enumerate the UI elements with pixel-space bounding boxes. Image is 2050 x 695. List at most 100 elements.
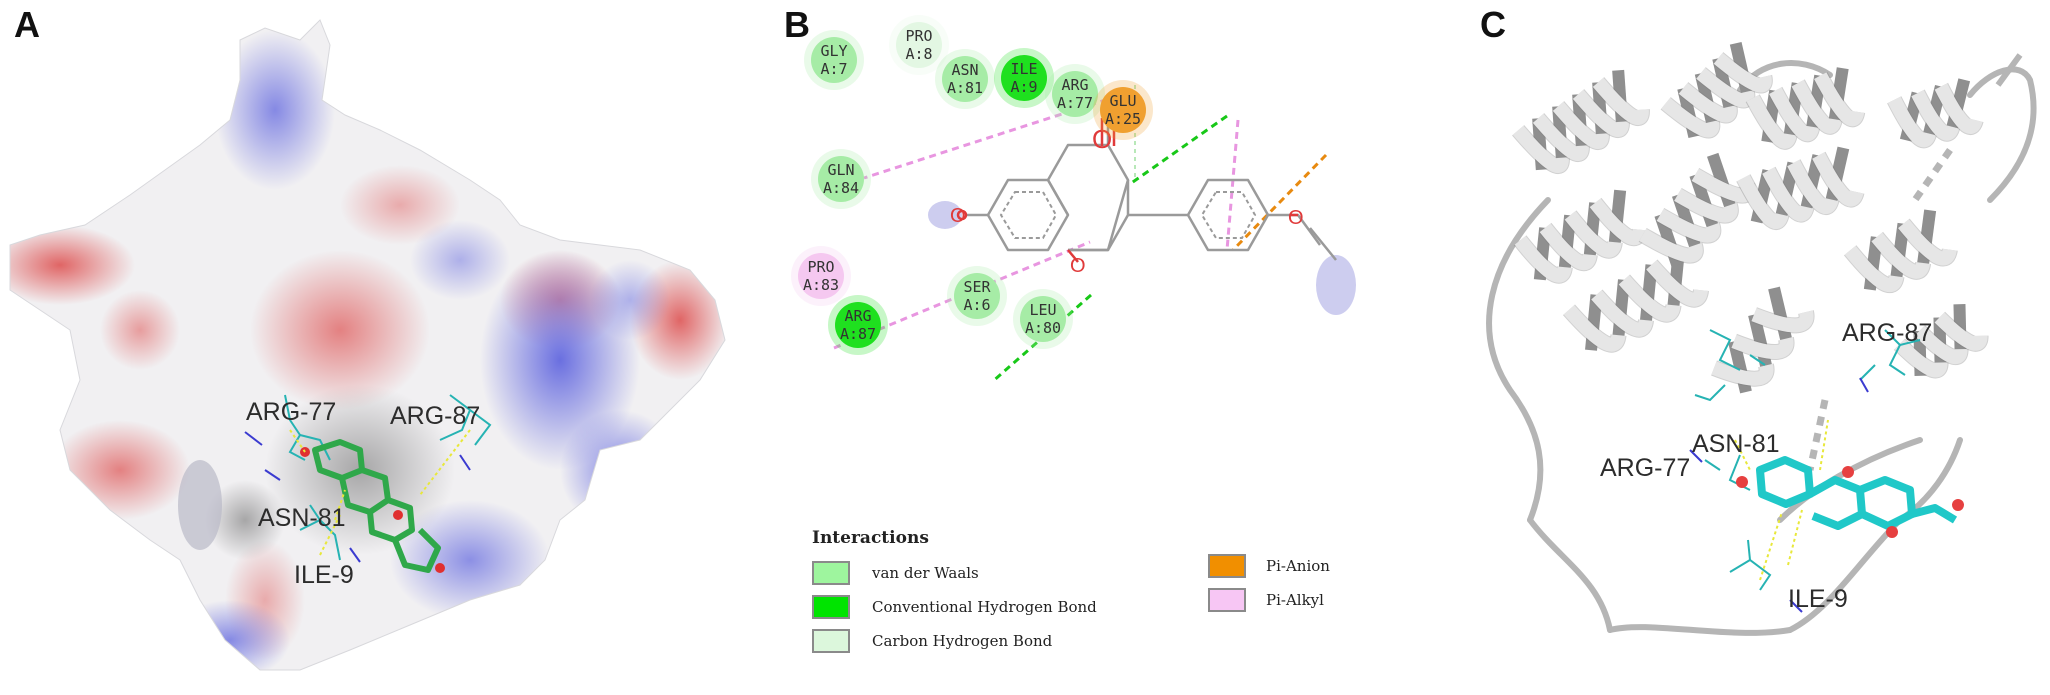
- residue-chain: A:87: [840, 325, 876, 343]
- legend-swatch-pi-anion: [1208, 554, 1246, 578]
- helix-back-segment: [1825, 146, 1850, 201]
- helix-front-segment: [1791, 79, 1842, 134]
- helix-front-segment: [1746, 94, 1797, 149]
- helix-front-segment: [1591, 290, 1653, 337]
- legend-item-vdw: van der Waals: [812, 560, 979, 586]
- label-asn81-c: ASN-81: [1692, 430, 1780, 458]
- methoxy-o: O: [1288, 207, 1304, 229]
- helix-front-segment: [1814, 72, 1865, 127]
- helix-front-segment: [1731, 334, 1794, 359]
- residue-name: PRO: [807, 258, 834, 276]
- helix-front-segment: [1762, 167, 1814, 222]
- legend-swatch-vdw: [812, 561, 850, 585]
- legend-swatch-hbond: [812, 595, 850, 619]
- residue-chain: A:8: [905, 45, 932, 63]
- legend-swatch-chb: [812, 629, 850, 653]
- helix-front-segment: [1589, 198, 1647, 245]
- helix-front-segment: [1539, 223, 1597, 270]
- panel-a-letter: A: [14, 4, 40, 45]
- helix-front-segment: [1911, 89, 1960, 141]
- residue-disc: [1100, 87, 1146, 133]
- helix-front-segment: [1572, 89, 1629, 138]
- panel-b-letter: B: [784, 4, 810, 45]
- residue-disc: [835, 302, 881, 348]
- label-arg77-c: ARG-77: [1600, 454, 1690, 482]
- legend-item-pi-anion: Pi-Anion: [1208, 553, 1330, 579]
- hydroxyl-o: O: [950, 205, 966, 227]
- label-arg87-c: ARG-87: [1842, 319, 1932, 347]
- helix-front-segment: [1563, 305, 1626, 352]
- helix-front-segment: [1618, 275, 1681, 322]
- helix-back-segment: [1707, 152, 1736, 208]
- pi-anion-line-glu25: [1231, 153, 1328, 252]
- residue-chain: A:6: [963, 296, 990, 314]
- ring-o: O: [1070, 255, 1086, 277]
- residue-disc: [1001, 55, 1047, 101]
- pi-alkyl-line-ile9: [1225, 119, 1240, 251]
- helix-front-segment: [1678, 82, 1737, 123]
- helix-front-segment: [1934, 312, 1988, 351]
- helix-front-segment: [1514, 235, 1572, 283]
- helix-front-segment: [1844, 245, 1904, 292]
- residue-name: ARG: [844, 307, 871, 325]
- helix-front-segment: [1769, 87, 1820, 142]
- residue-chain: A:81: [947, 79, 983, 97]
- helix-front-segment: [1564, 210, 1622, 258]
- panel-a: A: [0, 0, 730, 695]
- residue-chain: A:77: [1057, 94, 1093, 112]
- helix-front-segment: [1711, 361, 1774, 386]
- helix-front-segment: [1674, 188, 1738, 223]
- side-chains: [1694, 329, 1921, 591]
- legend-label-chb: Carbon Hydrogen Bond: [872, 632, 1053, 650]
- label-ile9-a: ILE-9: [294, 561, 354, 589]
- residue-chain: A:84: [823, 179, 859, 197]
- legend-item-chb: Carbon Hydrogen Bond: [812, 628, 1052, 654]
- residue-disc: [954, 273, 1000, 319]
- helix-front-segment: [1887, 96, 1936, 148]
- helix-front-segment: [1552, 101, 1609, 150]
- label-arg77-a: ARG-77: [246, 398, 336, 426]
- helix-back-segment: [1768, 286, 1792, 341]
- helix-front-segment: [1934, 83, 1983, 134]
- helix-front-segment: [1696, 67, 1755, 108]
- residue-disc: [896, 22, 942, 68]
- helix-front-segment: [1592, 77, 1649, 126]
- residue-sticks: [284, 394, 492, 561]
- residue-name: ARG: [1061, 76, 1088, 94]
- residue-chain: A:83: [803, 276, 839, 294]
- residue-disc: [1052, 71, 1098, 117]
- helix-front-segment: [1656, 208, 1721, 243]
- helix-back-segment: [1612, 69, 1628, 123]
- helix-front-segment: [1898, 219, 1957, 266]
- helix-front-segment: [1737, 174, 1789, 229]
- residue-chain: A:25: [1105, 110, 1141, 128]
- helix-front-segment: [1787, 159, 1839, 214]
- legend-item-pi-alkyl: Pi-Alkyl: [1208, 587, 1324, 613]
- legend-label-vdw: van der Waals: [872, 564, 979, 582]
- helix-front-segment: [1512, 125, 1569, 174]
- helix-back-segment: [1608, 189, 1627, 243]
- residue-disc: [798, 253, 844, 299]
- legend-title: Interactions: [812, 528, 929, 548]
- residue-chain: A:9: [1010, 78, 1037, 96]
- helix-front-segment: [1894, 339, 1948, 378]
- helix-front-segment: [1871, 232, 1931, 279]
- legend-label-hbond: Conventional Hydrogen Bond: [872, 598, 1097, 616]
- panel-b: B: [730, 0, 1430, 695]
- protein-ribbon: ARG-87 ASN-81 ARG-77 ILE-9: [1486, 41, 2037, 636]
- residue-name: GLY: [820, 42, 847, 60]
- residue-name: LEU: [1029, 301, 1056, 319]
- residue-chain: A:80: [1025, 319, 1061, 337]
